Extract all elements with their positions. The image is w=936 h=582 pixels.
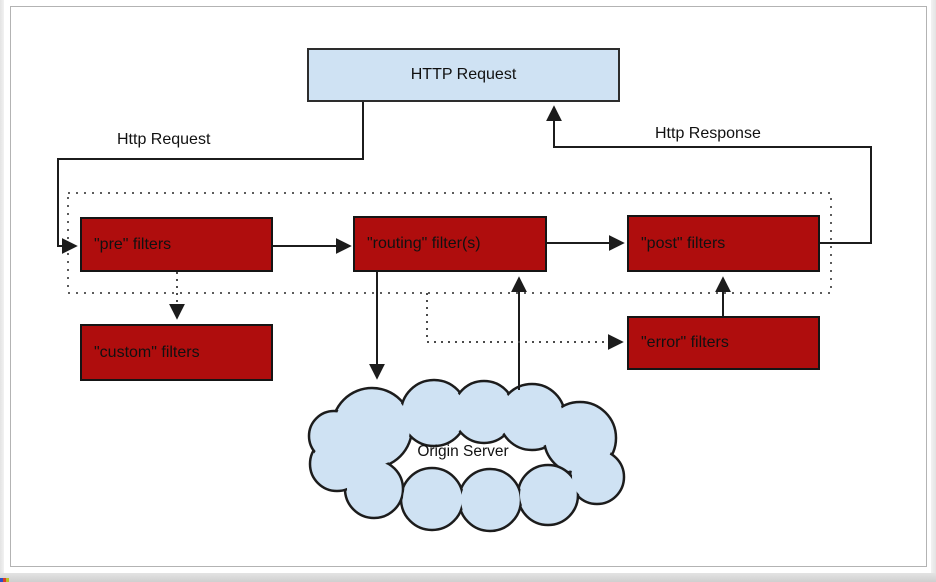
pre-filters-node: "pre" filters	[80, 217, 273, 272]
error-filters-label: "error" filters	[641, 334, 729, 351]
http-request-node: HTTP Request	[307, 48, 620, 102]
frame-edge-bottom	[0, 573, 936, 582]
frame-edge-right	[931, 0, 936, 582]
artifact-dot-yellow	[6, 578, 9, 582]
http-request-edge-label: Http Request	[117, 131, 211, 148]
http-response-edge-label: Http Response	[655, 125, 761, 142]
custom-filters-node: "custom" filters	[80, 324, 273, 381]
origin-server-label: Origin Server	[417, 443, 509, 460]
artifact-dot-red	[3, 578, 6, 582]
routing-filters-node: "routing" filter(s)	[353, 216, 547, 272]
response-out-edge	[546, 105, 872, 244]
post-filters-node: "post" filters	[627, 215, 820, 272]
window-corner-artifact	[0, 578, 10, 582]
frame-edge-left	[0, 0, 4, 582]
request-in-edge	[57, 102, 364, 254]
post-filters-label: "post" filters	[641, 234, 726, 252]
origin-server-cloud	[307, 378, 626, 533]
page-inner-border	[10, 6, 927, 567]
pre-filters-label: "pre" filters	[94, 235, 172, 253]
artifact-dot-blue	[0, 578, 3, 582]
custom-filters-label: "custom" filters	[94, 343, 200, 361]
routing-filters-label: "routing" filter(s)	[367, 235, 481, 252]
error-filters-node: "error" filters	[627, 316, 820, 370]
http-request-label: HTTP Request	[410, 66, 517, 83]
chain-to-error-dotted-edge	[426, 293, 624, 350]
